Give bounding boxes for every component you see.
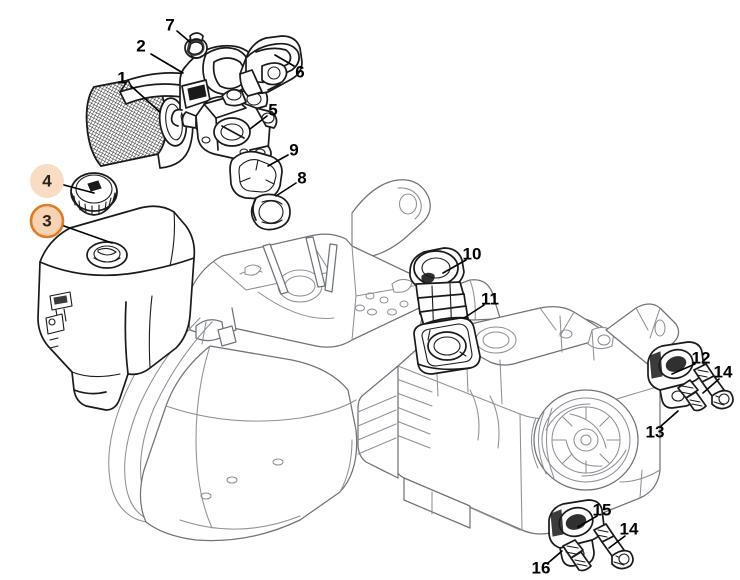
leader-line-8 — [275, 182, 297, 197]
leader-line-14 — [608, 535, 626, 549]
callout-label-6: 6 — [295, 63, 304, 82]
leader-line-6 — [274, 54, 295, 67]
leader-line-13 — [660, 410, 679, 427]
part-shoulder-screw-lower — [593, 523, 634, 570]
leader-line-11 — [463, 304, 485, 319]
callout-label-7: 7 — [165, 16, 174, 35]
callout-label-4: 4 — [42, 172, 52, 191]
flywheel-assembly — [530, 389, 639, 491]
part-hex-screw-lower — [562, 539, 592, 572]
leader-line-14 — [702, 378, 720, 394]
part-hex-screw-short — [677, 379, 707, 412]
leader-line-15 — [577, 515, 598, 528]
leader-line-1 — [130, 85, 161, 113]
leader-line-4 — [63, 184, 95, 194]
highlight-circles — [29, 164, 65, 239]
callout-label-3: 3 — [42, 212, 51, 231]
leader-lines — [63, 30, 720, 564]
callout-label-1: 1 — [117, 69, 126, 88]
callout-highlight-3 — [29, 203, 65, 239]
callout-label-2: 2 — [136, 37, 145, 56]
callout-label-12: 12 — [692, 349, 711, 368]
part-carburetor-gasket — [229, 150, 283, 200]
callout-label-9: 9 — [289, 141, 298, 160]
part-knob-nut — [184, 32, 208, 59]
engine-block — [357, 279, 680, 535]
leader-line-5 — [249, 115, 268, 130]
callout-label-14: 14 — [620, 520, 639, 539]
leader-line-16 — [547, 550, 563, 564]
part-spacer-ring — [250, 193, 291, 231]
callout-label-8: 8 — [297, 169, 306, 188]
part-shroud-cover — [37, 205, 196, 411]
leader-line-10 — [442, 259, 467, 274]
leader-line-2 — [150, 53, 184, 74]
callout-label-10: 10 — [463, 245, 482, 264]
part-air-filter — [85, 72, 194, 169]
leader-line-9 — [267, 154, 289, 167]
part-shoulder-screw-upper — [693, 363, 734, 410]
callout-label-13: 13 — [646, 423, 665, 442]
leader-line-3 — [63, 225, 113, 244]
part-intake-flange — [413, 317, 481, 375]
callout-label-5: 5 — [268, 101, 277, 120]
leader-line-12 — [671, 363, 696, 375]
callout-label-15: 15 — [593, 501, 612, 520]
callout-label-11: 11 — [481, 290, 499, 309]
part-throttle-linkage-cover — [239, 35, 303, 97]
callout-label-16: 16 — [532, 559, 551, 578]
part-cover-knob — [70, 172, 118, 216]
callout-label-14: 14 — [714, 363, 733, 382]
leader-line-7 — [176, 30, 191, 43]
chassis-frame — [108, 179, 438, 542]
callout-highlight-4 — [30, 164, 64, 198]
